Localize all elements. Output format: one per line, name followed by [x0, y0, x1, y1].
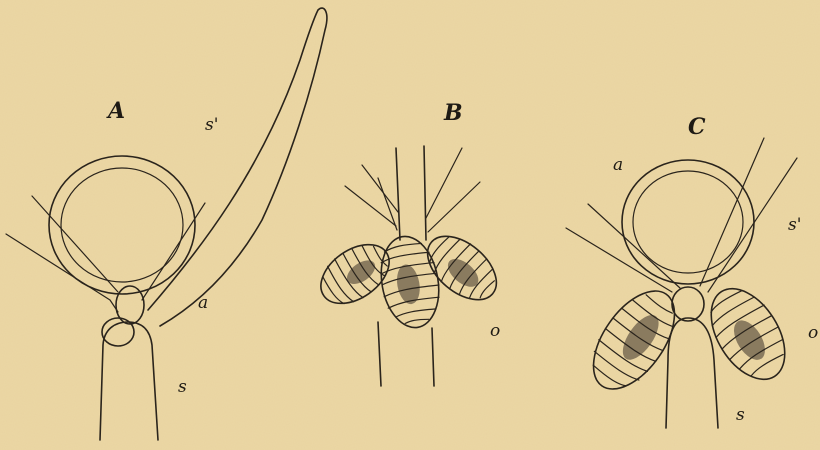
- label-a-a: a: [198, 293, 208, 313]
- label-a-c: a: [613, 155, 623, 175]
- panel-letter-b: B: [443, 100, 463, 126]
- panel-letter-c: C: [688, 114, 706, 140]
- label-s-a: s: [178, 377, 187, 397]
- label-s-prime-c: s': [788, 215, 801, 235]
- label-o-c: o: [808, 323, 818, 343]
- panel-letter-a: A: [106, 98, 125, 124]
- label-o-b: o: [490, 321, 500, 341]
- label-s-prime-a: s': [205, 115, 218, 135]
- label-s-c: s: [736, 405, 745, 425]
